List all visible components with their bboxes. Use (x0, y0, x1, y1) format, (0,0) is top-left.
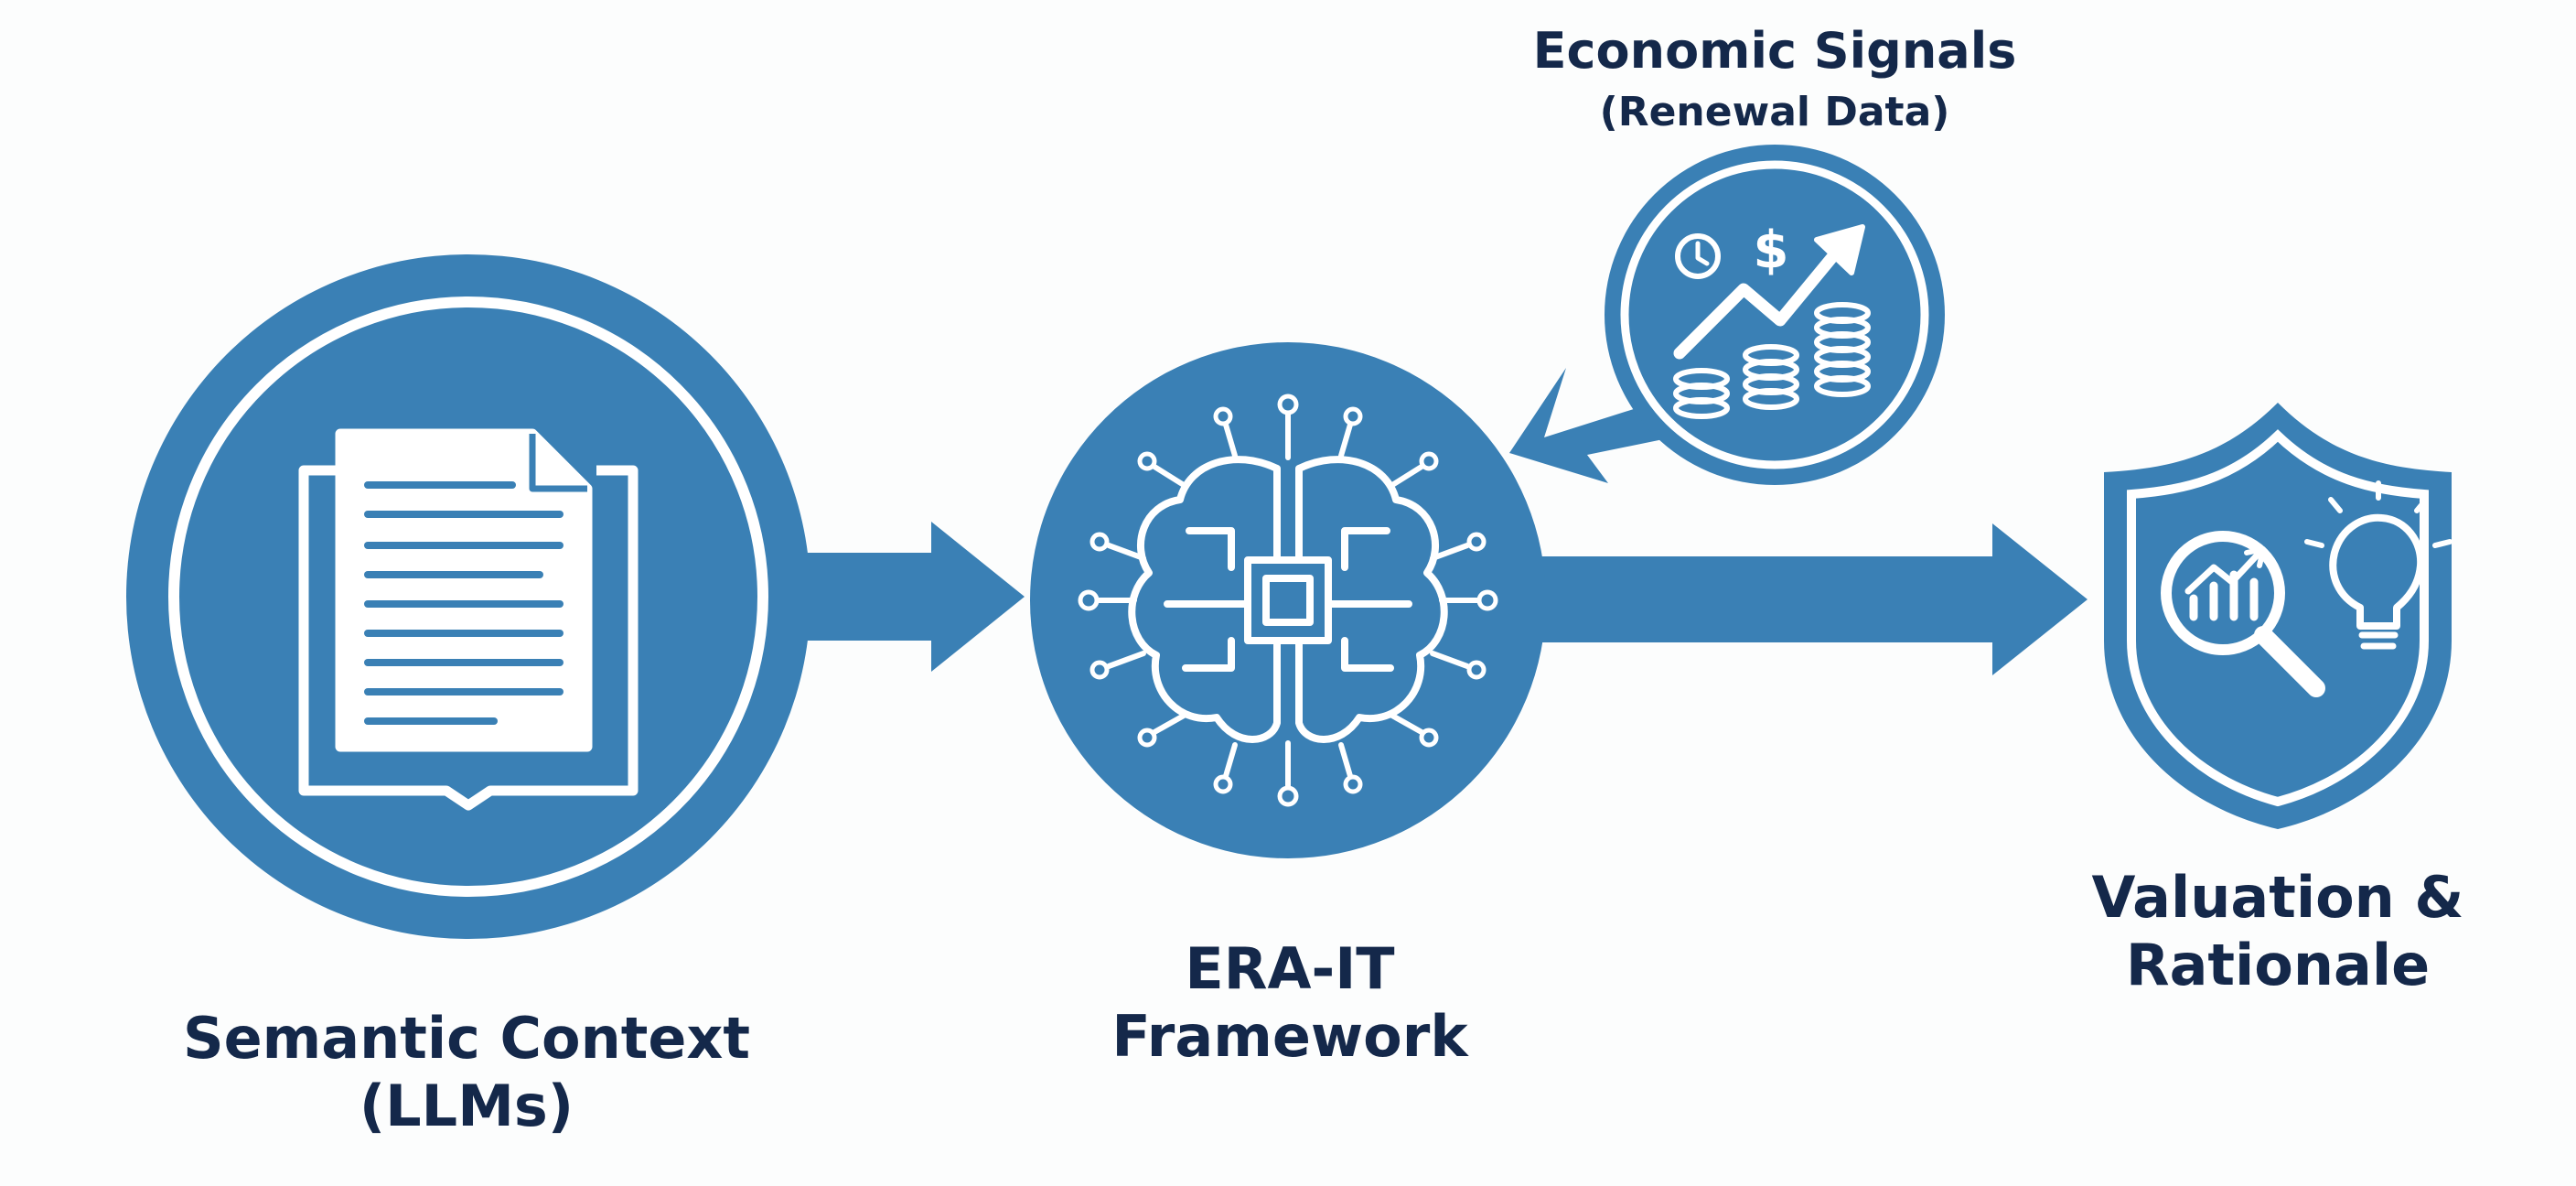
currency-symbol: $ (1754, 221, 1789, 280)
economic-growth-icon: $ (1673, 221, 1871, 419)
era-it-framework-label: ERA-IT Framework (924, 935, 1656, 1072)
valuation-title: Valuation & (2091, 864, 2464, 931)
era-subtitle: Framework (1111, 1003, 1468, 1071)
valuation-subtitle: Rationale (2125, 932, 2431, 999)
era-title: ERA-IT (1185, 935, 1395, 1002)
semantic-node (126, 254, 810, 939)
valuation-rationale-label: Valuation & Rationale (1912, 864, 2576, 1000)
economic-subtitle: (Renewal Data) (1599, 88, 1950, 135)
document-icon (298, 428, 639, 811)
economic-node: $ (1605, 145, 1945, 485)
semantic-subtitle: (LLMs) (359, 1073, 574, 1140)
economic-signals-label: Economic Signals (Renewal Data) (1409, 22, 2141, 137)
semantic-title: Semantic Context (182, 1005, 751, 1072)
brain-chip-icon (1078, 394, 1498, 807)
era-node (1030, 342, 1546, 858)
valuation-node (2104, 403, 2453, 829)
arrow-era-to-valuation (1520, 523, 2088, 675)
economic-title: Economic Signals (1532, 22, 2017, 80)
arrow-economic-to-era (1509, 368, 1672, 483)
shield-analysis-icon (2161, 480, 2453, 697)
arrow-semantic-to-era (787, 522, 1025, 672)
semantic-context-label: Semantic Context (LLMs) (101, 1005, 832, 1141)
